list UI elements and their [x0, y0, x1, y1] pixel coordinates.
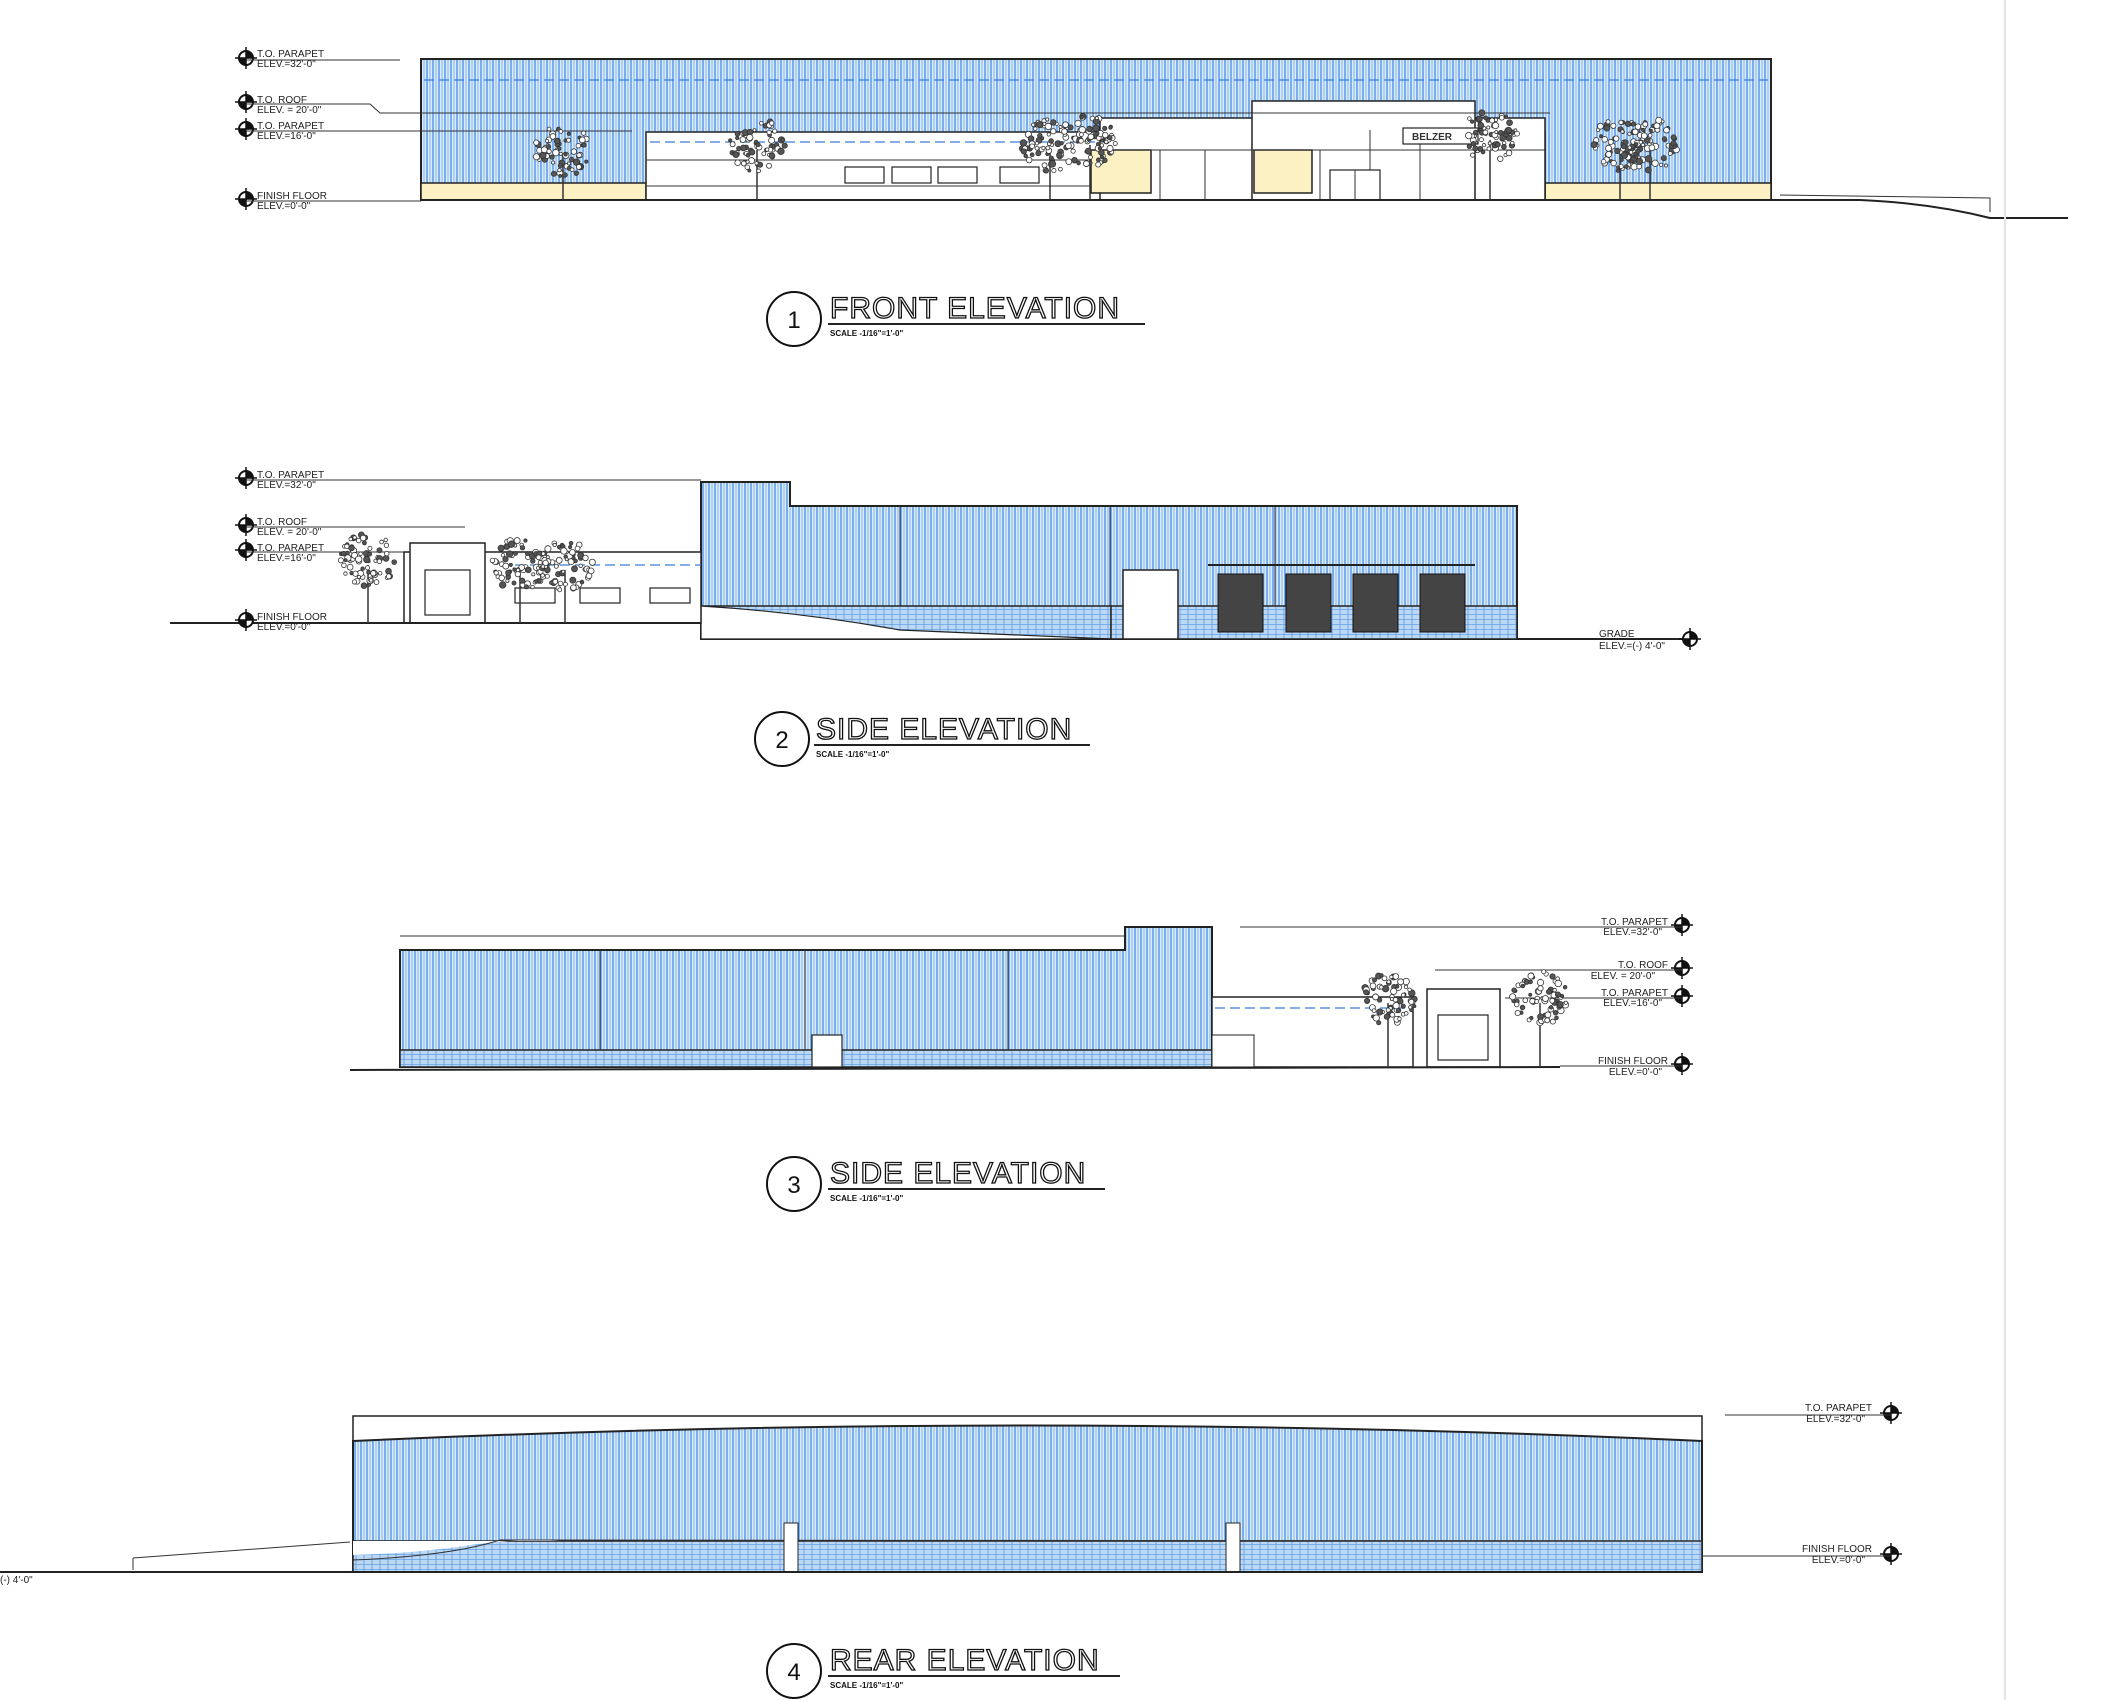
label-finish-floor: FINISH FLOOR: [1598, 1056, 1668, 1067]
base-band: [399, 1049, 1213, 1068]
drawing-title: SIDE ELEVATION: [830, 1157, 1086, 1190]
drawing-title: REAR ELEVATION: [830, 1644, 1100, 1677]
elev-roof-20: ELEV. = 20'-0": [257, 105, 322, 116]
label-parapet-16: T.O. PARAPET: [257, 543, 324, 554]
elev-finish-floor: ELEV.=0'-0": [1812, 1555, 1866, 1566]
warehouse-wall: [352, 1424, 1703, 1573]
title-block-2: 2 SIDE ELEVATION SCALE -1/16"=1'-0": [754, 711, 1090, 767]
title-block-3: 3 SIDE ELEVATION SCALE -1/16"=1'-0": [766, 1156, 1105, 1212]
drawing-scale: SCALE -1/16"=1'-0": [830, 1194, 904, 1203]
level-markers-front: T.O. PARAPET ELEV.=32'-0" T.O. ROOF ELEV…: [234, 46, 1550, 212]
elev-parapet-16: ELEV.=16'-0": [257, 131, 316, 142]
man-door: [1225, 1522, 1241, 1573]
drawing-title: SIDE ELEVATION: [816, 713, 1072, 746]
grade-elev-cut: (-) 4'-0": [0, 1575, 33, 1586]
label-parapet-32: T.O. PARAPET: [257, 49, 324, 60]
label-finish-floor: FINISH FLOOR: [257, 191, 327, 202]
elev-roof-20: ELEV. = 20'-0": [1591, 971, 1656, 982]
entry-glass: [424, 569, 471, 616]
elev-parapet-16: ELEV.=16'-0": [257, 553, 316, 564]
tree-icon: [728, 118, 788, 200]
elev-parapet-32: ELEV.=32'-0": [257, 59, 316, 70]
tree-icon: [1465, 109, 1520, 200]
label-roof-20: T.O. ROOF: [257, 517, 307, 528]
rear-elevation: (-) 4'-0" T.O. PARAPET ELEV.=32'-0" FINI…: [0, 1401, 1903, 1699]
drawing-number: 1: [787, 307, 800, 334]
elev-grade: ELEV.=(-) 4'-0": [1599, 641, 1665, 652]
overhead-door: [1122, 569, 1179, 640]
drawing-number: 3: [787, 1172, 800, 1199]
drawing-number-circle: [766, 1156, 822, 1212]
yellow-panel-right: [1253, 149, 1313, 194]
belzer-sign: [1402, 127, 1479, 145]
trees: [337, 109, 1680, 1067]
office-windows: [514, 587, 691, 604]
drawing-title: FRONT ELEVATION: [830, 292, 1120, 325]
label-grade: GRADE: [1599, 629, 1635, 640]
elev-finish-floor: ELEV.=0'-0": [257, 201, 311, 212]
drawing-scale: SCALE -1/16"=1'-0": [830, 329, 904, 338]
elev-parapet-32: ELEV.=32'-0": [257, 480, 316, 491]
elev-parapet-32: ELEV.=32'-0": [1603, 927, 1662, 938]
elev-parapet-16: ELEV.=16'-0": [1603, 998, 1662, 1009]
drawing-scale: SCALE -1/16"=1'-0": [816, 750, 890, 759]
drawing-number-circle: [754, 711, 810, 767]
yellow-panel-left: [1090, 149, 1152, 194]
label-roof-20: T.O. ROOF: [1618, 960, 1668, 971]
base-band-right: [1544, 182, 1772, 201]
label-finish-floor: FINISH FLOOR: [1802, 1544, 1872, 1555]
label-parapet-32: T.O. PARAPET: [257, 470, 324, 481]
label-parapet-32: T.O. PARAPET: [1805, 1403, 1872, 1414]
side-elevation-3: T.O. PARAPET ELEV.=32'-0" T.O. ROOF ELEV…: [349, 913, 1694, 1212]
tree-icon: [1620, 116, 1680, 200]
drawing-number: 4: [787, 1659, 800, 1686]
man-door: [783, 1522, 799, 1573]
title-block-4: 4 REAR ELEVATION SCALE -1/16"=1'-0": [766, 1643, 1120, 1699]
sign-text: BELZER: [1412, 132, 1453, 143]
tree-icon: [1061, 113, 1118, 200]
label-finish-floor: FINISH FLOOR: [257, 612, 327, 623]
tree-icon: [1590, 119, 1649, 200]
drawing-number-circle: [766, 1643, 822, 1699]
front-elevation: BELZER T.O. PARAPET ELEV.=32'-0" T.O. RO…: [234, 46, 2068, 347]
base-band: [352, 1540, 1703, 1573]
level-markers-side-3: T.O. PARAPET ELEV.=32'-0" T.O. ROOF ELEV…: [1240, 913, 1694, 1078]
grade-line: [1771, 199, 2068, 219]
tree-icon: [337, 531, 398, 623]
drawing-number-circle: [766, 291, 822, 347]
man-door: [811, 1034, 843, 1068]
label-roof-20: T.O. ROOF: [257, 95, 307, 106]
label-parapet-16: T.O. PARAPET: [1601, 988, 1668, 999]
entry-glass: [1437, 1014, 1489, 1061]
warehouse-wall: [399, 926, 1213, 1068]
tree-icon: [1019, 117, 1080, 200]
tree-icon: [1509, 969, 1570, 1067]
drawing-number: 2: [775, 727, 788, 754]
base-band-left: [420, 182, 647, 201]
label-parapet-16: T.O. PARAPET: [257, 121, 324, 132]
office-windows: [844, 166, 1040, 184]
drawing-scale: SCALE -1/16"=1'-0": [830, 1681, 904, 1690]
elev-parapet-32: ELEV.=32'-0": [1806, 1414, 1865, 1425]
elev-finish-floor: ELEV.=0'-0": [1609, 1067, 1663, 1078]
level-markers-rear: T.O. PARAPET ELEV.=32'-0" FINISH FLOOR E…: [1702, 1401, 1903, 1566]
title-block-1: 1 FRONT ELEVATION SCALE -1/16"=1'-0": [766, 291, 1145, 347]
level-markers-side-2: T.O. PARAPET ELEV.=32'-0" T.O. ROOF ELEV…: [234, 466, 1702, 652]
dock-doors: [1217, 573, 1466, 633]
side-elevation-2: T.O. PARAPET ELEV.=32'-0" T.O. ROOF ELEV…: [170, 466, 1702, 767]
tree-icon: [535, 540, 596, 623]
elev-finish-floor: ELEV.=0'-0": [257, 622, 311, 633]
label-parapet-32: T.O. PARAPET: [1601, 917, 1668, 928]
tree-icon: [532, 126, 590, 200]
elev-roof-20: ELEV. = 20'-0": [257, 527, 322, 538]
tree-icon: [1361, 972, 1418, 1067]
